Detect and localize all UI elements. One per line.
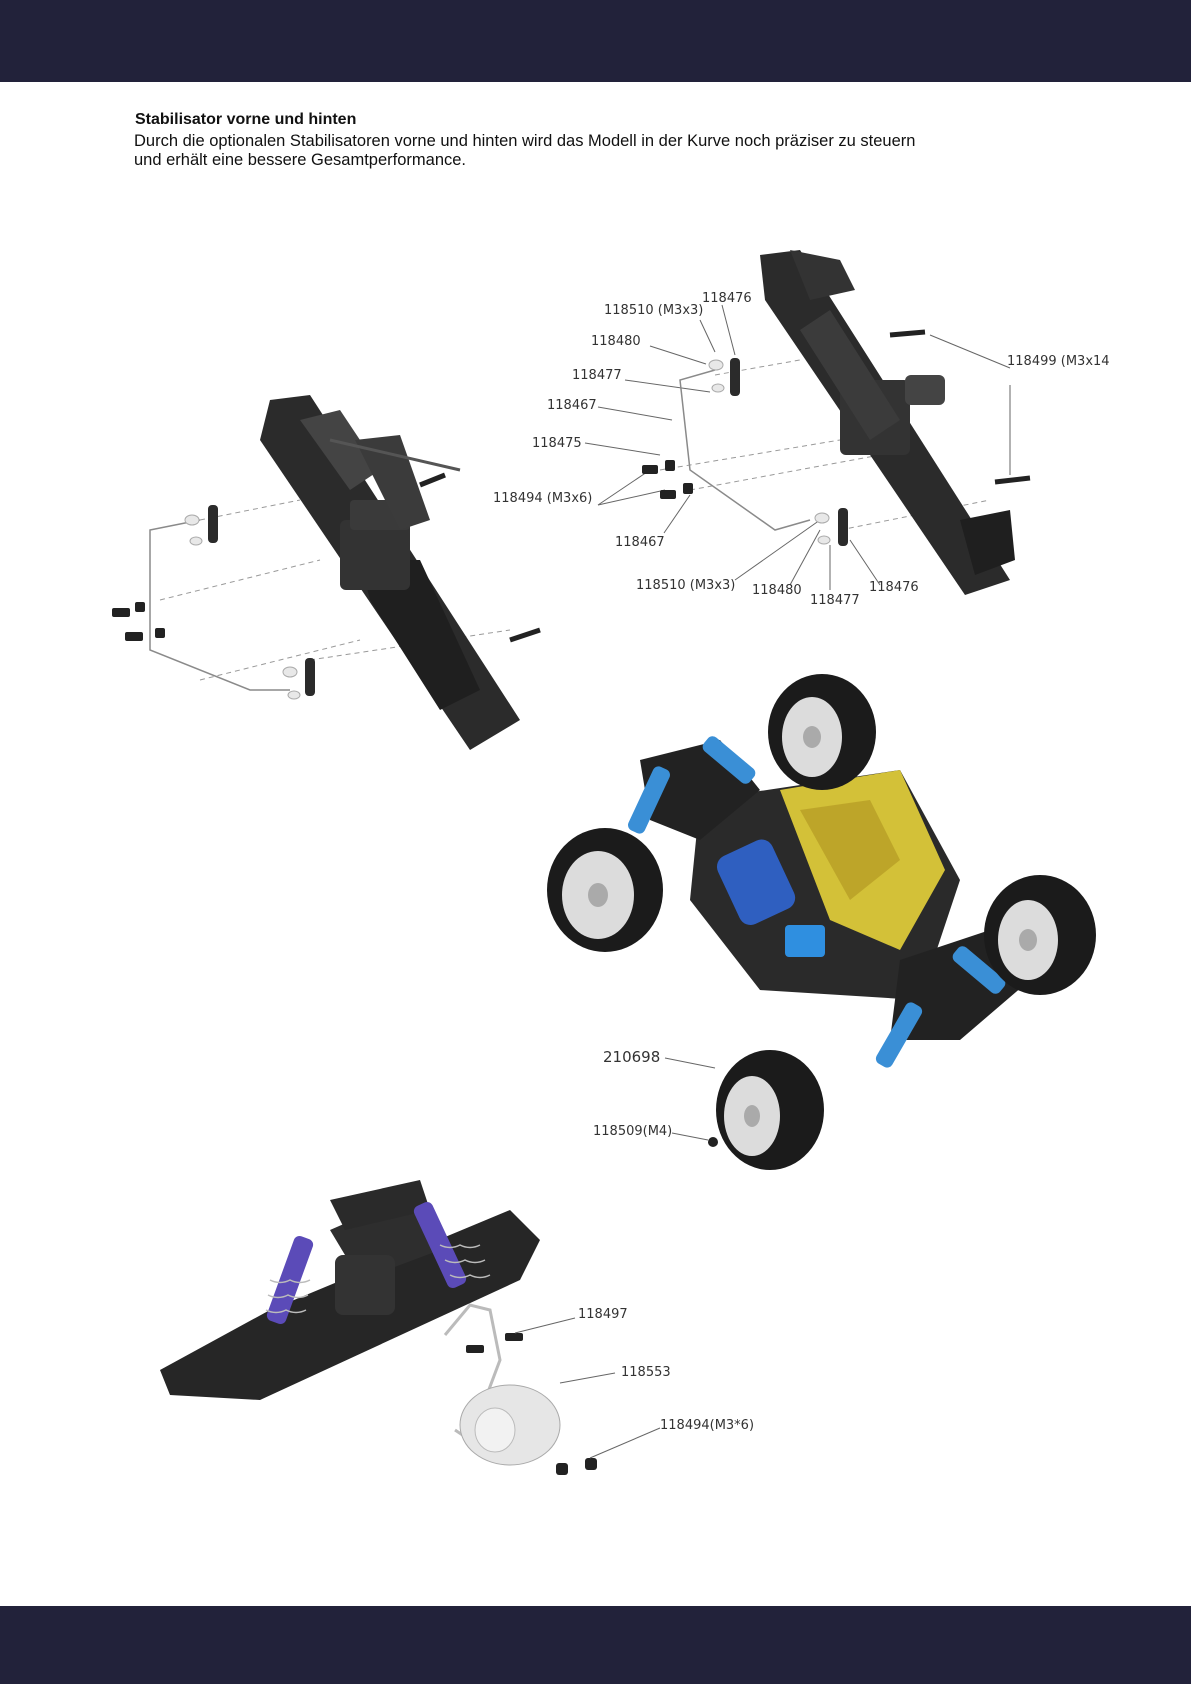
callout-118494-m3-6: 118494(M3*6)	[660, 1418, 755, 1433]
callout-118510-top: 118510 (M3x3)	[604, 303, 704, 318]
callout-118475: 118475	[532, 436, 582, 451]
callout-118553: 118553	[621, 1365, 671, 1380]
callout-118480-bottom: 118480	[752, 583, 802, 598]
buggy-complete-view	[547, 674, 1096, 1170]
callout-118510-bottom: 118510 (M3x3)	[636, 578, 736, 593]
callout-118494-m3x6: 118494 (M3x6)	[493, 491, 593, 506]
section-heading: Stabilisator vorne und hinten	[135, 111, 357, 128]
section-description: Durch die optionalen Stabilisatoren vorn…	[134, 132, 954, 170]
wheel-front-left	[716, 1050, 824, 1170]
rear-suspension-exploded-left	[112, 395, 541, 750]
description-line-2: und erhält eine bessere Gesamtperformanc…	[134, 151, 467, 169]
rear-axle-assembly-bottom	[160, 1180, 661, 1475]
callout-118499-m3x14: 118499 (M3x14	[1007, 354, 1110, 369]
footer-band	[0, 1606, 1191, 1684]
callout-118467-bottom: 118467	[615, 535, 665, 550]
callout-118476-bottom: 118476	[869, 580, 919, 595]
description-line-1: Durch die optionalen Stabilisatoren vorn…	[134, 132, 916, 150]
callout-118477-bottom: 118477	[810, 593, 860, 608]
header-band	[0, 0, 1191, 82]
callout-118467-top: 118467	[547, 398, 597, 413]
front-suspension-exploded-right	[584, 250, 1031, 595]
callout-118480-top: 118480	[591, 334, 641, 349]
callout-118509-m4: 118509(M4)	[593, 1124, 673, 1139]
wheel-rear-right	[768, 674, 876, 790]
wheel-rear-left	[547, 828, 663, 952]
callout-118476-top: 118476	[702, 291, 752, 306]
callout-210698: 210698	[603, 1048, 661, 1066]
callout-118497: 118497	[578, 1307, 628, 1322]
wheel-front-right	[984, 875, 1096, 995]
callout-118477-top: 118477	[572, 368, 622, 383]
